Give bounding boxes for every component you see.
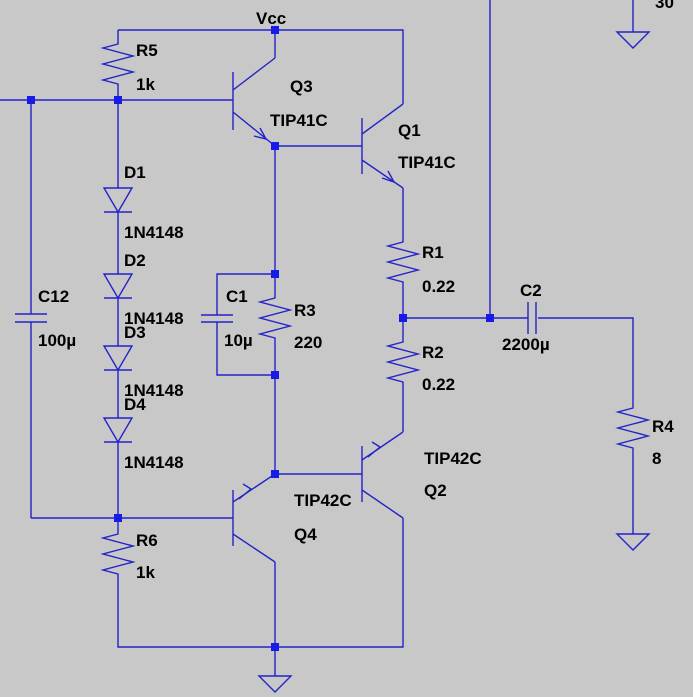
junction-dot [271, 470, 279, 478]
wire-c1-top [216, 273, 275, 315]
capacitor-c1 [201, 314, 233, 323]
transistor-q3 [232, 57, 276, 147]
d2-value: 1N4148 [124, 309, 184, 328]
junctions [27, 26, 494, 651]
c12-ref: C12 [38, 287, 69, 306]
transistor-q4 [232, 473, 276, 563]
top-right-supply-label: 30 [655, 0, 674, 12]
d3-value: 1N4148 [124, 381, 184, 400]
resistor-r1 [385, 236, 421, 292]
q1-value: TIP41C [398, 153, 456, 172]
r5-ref: R5 [136, 41, 158, 60]
junction-dot [486, 314, 494, 322]
transistor-q1 [361, 103, 404, 189]
wires [0, 0, 634, 676]
d1-value: 1N4148 [124, 223, 184, 242]
junction-dot [114, 96, 122, 104]
c2-value: 2200µ [502, 335, 550, 354]
r2-ref: R2 [422, 343, 444, 362]
ground-symbol-load [615, 533, 651, 551]
diode-d3 [102, 345, 134, 372]
d4-ref: D4 [124, 395, 146, 414]
wire-r6-bottom [117, 518, 404, 648]
q4-ref: Q4 [294, 525, 317, 544]
q4-value: TIP42C [294, 491, 352, 510]
wire-vcc-rail [118, 29, 404, 104]
d1-ref: D1 [124, 163, 146, 182]
diode-d4 [102, 417, 134, 444]
vcc-label: Vcc [256, 9, 286, 28]
diode-d1 [102, 187, 134, 214]
ground-symbol-main [257, 675, 293, 693]
labels: Vcc 30 R5 1k Q3 TIP41C Q1 TIP41C D1 1N41… [38, 0, 674, 582]
junction-dot [271, 371, 279, 379]
r1-ref: R1 [422, 243, 444, 262]
junction-dot [271, 270, 279, 278]
wire-c2-right [538, 317, 634, 402]
q2-ref: Q2 [424, 481, 447, 500]
d2-ref: D2 [124, 251, 146, 270]
r4-ref: R4 [652, 417, 674, 436]
ground-symbol-top-right [615, 31, 651, 49]
resistor-r2 [385, 336, 421, 392]
d3-ref: D3 [124, 323, 146, 342]
c1-value: 10µ [224, 331, 253, 350]
r2-value: 0.22 [422, 375, 455, 394]
wire-c1-bottom [216, 322, 275, 376]
resistor-r3 [257, 292, 293, 350]
resistor-r6 [100, 528, 136, 582]
capacitor-c2 [527, 302, 537, 334]
q3-value: TIP41C [270, 111, 328, 130]
junction-dot [271, 26, 279, 34]
r4-value: 8 [652, 449, 661, 468]
r3-value: 220 [294, 333, 322, 352]
r1-value: 0.22 [422, 277, 455, 296]
junction-dot [399, 314, 407, 322]
d4-value: 1N4148 [124, 453, 184, 472]
c1-ref: C1 [226, 287, 248, 306]
junction-dot [27, 96, 35, 104]
c2-ref: C2 [520, 281, 542, 300]
diode-d2 [102, 273, 134, 300]
resistor-r5 [100, 38, 136, 92]
r3-ref: R3 [294, 301, 316, 320]
r5-value: 1k [136, 75, 155, 94]
r6-value: 1k [136, 563, 155, 582]
transistor-q2 [361, 431, 404, 519]
q3-ref: Q3 [290, 77, 313, 96]
resistor-r4 [615, 402, 651, 458]
c12-value: 100µ [38, 331, 76, 350]
capacitor-c12 [15, 313, 47, 323]
r6-ref: R6 [136, 531, 158, 550]
junction-dot [271, 142, 279, 150]
q2-value: TIP42C [424, 449, 482, 468]
junction-dot [271, 643, 279, 651]
junction-dot [114, 514, 122, 522]
q1-ref: Q1 [398, 121, 421, 140]
